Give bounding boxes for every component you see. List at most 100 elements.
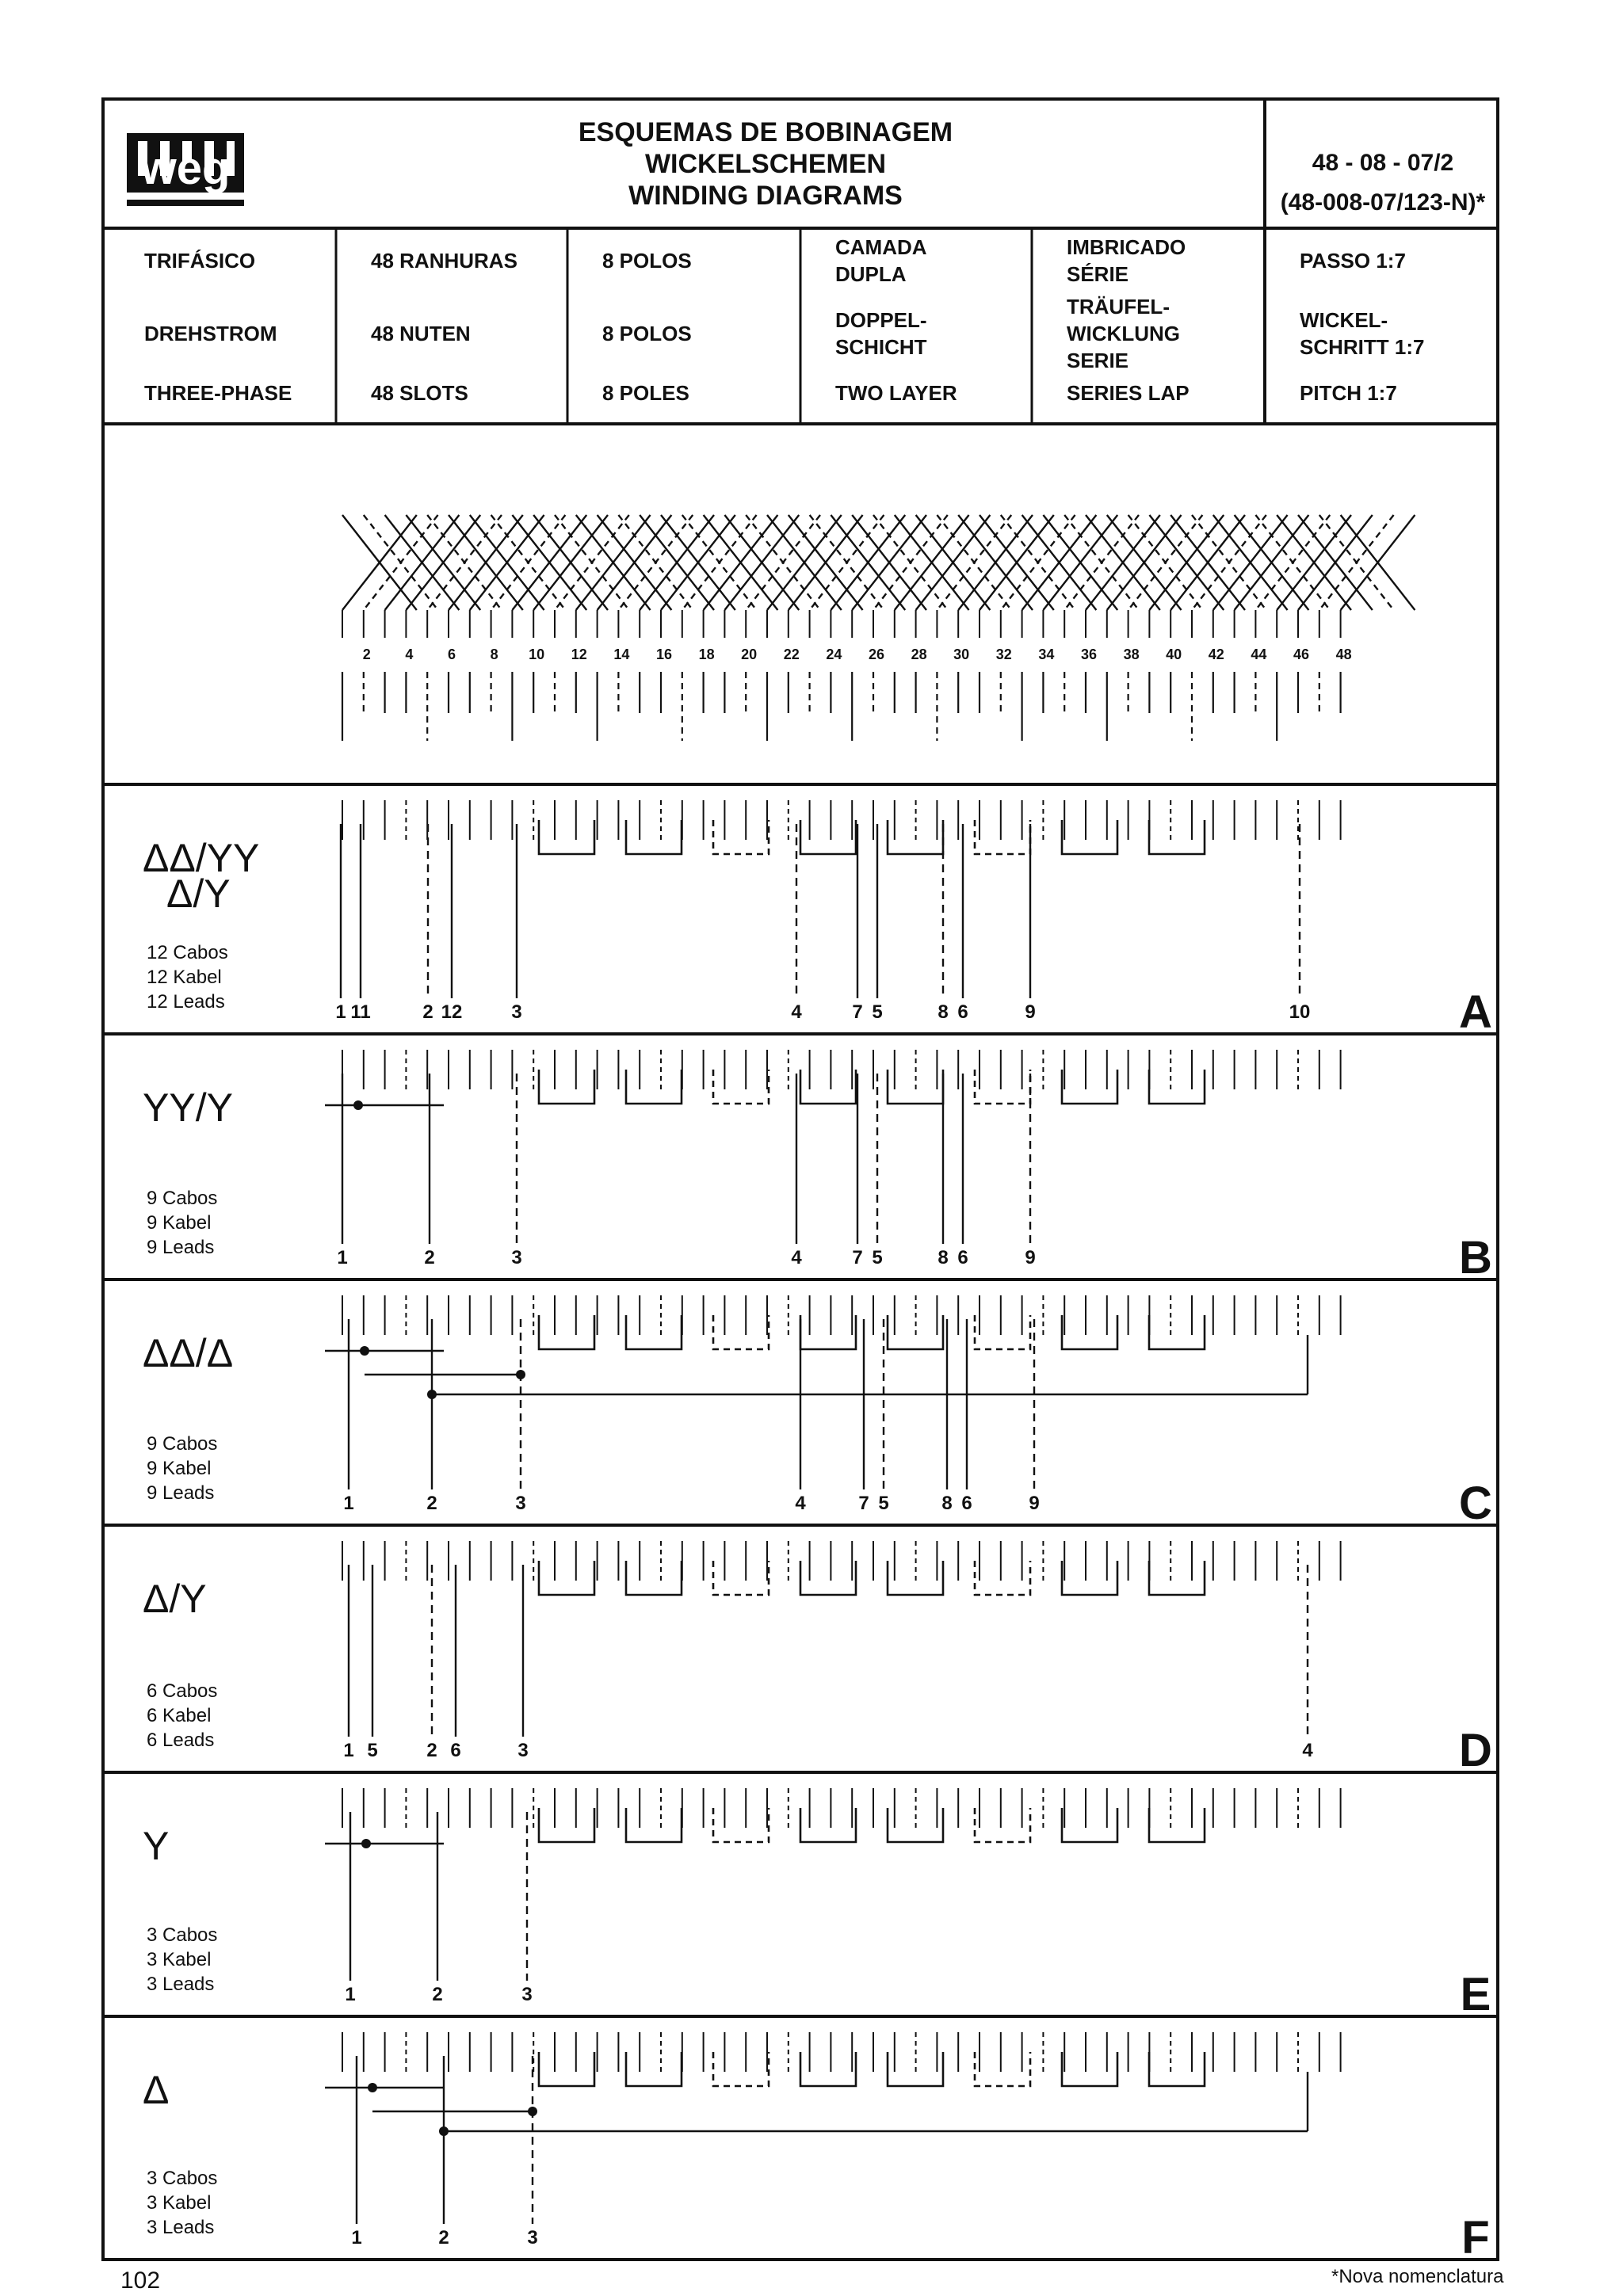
coil-side	[979, 514, 1055, 611]
coil-side	[745, 514, 821, 611]
terminal-number: 6	[450, 1740, 460, 1761]
coil-side	[1191, 514, 1267, 611]
coil-side	[1212, 514, 1289, 611]
slot-number: 8	[491, 646, 498, 662]
coil-side	[468, 514, 545, 611]
slot-number: 36	[1081, 646, 1097, 662]
terminal-number: 7	[858, 1493, 869, 1514]
terminal-number: 1	[343, 1493, 353, 1514]
slot-number: 42	[1209, 646, 1224, 662]
coil-side	[681, 514, 758, 611]
coil-group	[799, 2052, 857, 2088]
coil-side	[1085, 514, 1161, 611]
coil-group	[799, 820, 857, 856]
sheet-frame	[101, 97, 1499, 2261]
coil-group	[973, 1315, 1032, 1351]
panel-letter: C	[1459, 1478, 1492, 1529]
terminal-number: 3	[517, 1740, 528, 1761]
coil-side	[1318, 514, 1395, 611]
coil-group	[712, 1808, 770, 1844]
panel-letter: A	[1459, 986, 1492, 1038]
terminal-number: 7	[852, 1247, 862, 1268]
coil-side	[448, 514, 524, 611]
spec-cell: 8 POLOS	[602, 322, 692, 345]
coil-side	[1106, 514, 1182, 611]
slot-number: 10	[529, 646, 544, 662]
terminal-number: 8	[941, 1493, 952, 1514]
coil-side	[362, 514, 439, 611]
terminal-number: 1	[337, 1247, 347, 1268]
terminal-number: 3	[511, 1001, 521, 1023]
lead-count-label: 3 Leads	[147, 2217, 214, 2238]
coil-group	[624, 820, 683, 856]
terminal-number: 2	[426, 1740, 437, 1761]
slot-number: 22	[784, 646, 800, 662]
coil-side	[873, 514, 949, 611]
coil-side	[554, 514, 630, 611]
terminal-number: 2	[422, 1001, 433, 1023]
coil-side	[1276, 514, 1352, 611]
lead-count-label: 9 Leads	[147, 1237, 214, 1258]
spec-cell: TRIFÁSICO	[144, 249, 255, 273]
coil-group	[1148, 2052, 1206, 2088]
spec-cell: SERIE	[1067, 349, 1128, 372]
slot-number: 24	[826, 646, 842, 662]
coil-group	[799, 1808, 857, 1844]
coil-group	[799, 1070, 857, 1105]
slot-number: 6	[448, 646, 456, 662]
coil-side	[1170, 514, 1246, 611]
slot-number: 44	[1251, 646, 1266, 662]
spec-cell: WICKLUNG	[1067, 322, 1180, 345]
coil-group	[886, 2052, 945, 2088]
slot-number: 20	[741, 646, 757, 662]
connection-symbol: Δ	[143, 2068, 169, 2112]
spec-cell: DREHSTROM	[144, 322, 277, 345]
lead-count-label: 6 Kabel	[147, 1705, 211, 1726]
coil-group	[1060, 1315, 1119, 1351]
panel-letter: D	[1459, 1725, 1492, 1776]
lead-count-label: 3 Kabel	[147, 1949, 211, 1970]
coil-side	[575, 514, 651, 611]
connection-symbol: Y	[143, 1824, 169, 1868]
coil-group	[1060, 820, 1119, 856]
spec-cell: PITCH 1:7	[1300, 381, 1397, 405]
page-number: 102	[120, 2267, 161, 2294]
coil-group	[973, 1070, 1032, 1105]
spec-cell: 8 POLOS	[602, 249, 692, 273]
terminal-number: 4	[791, 1247, 802, 1268]
terminal-number: 5	[872, 1001, 882, 1023]
coil-group	[624, 1315, 683, 1351]
lead-count-label: 12 Cabos	[147, 942, 228, 963]
terminal-number: 4	[791, 1001, 802, 1023]
coil-side	[1064, 514, 1140, 611]
coil-group	[1148, 1315, 1206, 1351]
spec-cell: THREE-PHASE	[144, 381, 292, 405]
footnote: *Nova nomenclatura	[1331, 2266, 1504, 2287]
terminal-number: 8	[938, 1001, 948, 1023]
coil-group	[624, 1561, 683, 1596]
coil-side	[957, 514, 1033, 611]
coil-side	[1021, 514, 1098, 611]
outer-border	[101, 97, 1499, 2261]
title-line: WICKELSCHEMEN	[645, 149, 886, 179]
terminal-number: 1	[335, 1001, 346, 1023]
slot-number: 30	[953, 646, 969, 662]
coil-group	[712, 1315, 770, 1351]
coil-side	[893, 514, 970, 611]
coil-side	[724, 514, 800, 611]
coil-side	[766, 514, 842, 611]
logo-wordmark: weg	[140, 143, 231, 194]
coil-side	[851, 514, 927, 611]
coil-group	[1060, 1561, 1119, 1596]
coil-group	[886, 1561, 945, 1596]
coil-side	[915, 514, 991, 611]
coil-side	[1042, 514, 1119, 611]
coil-group	[624, 1070, 683, 1105]
coil-group	[1148, 1070, 1206, 1105]
coil-side	[1339, 514, 1416, 611]
lead-count-label: 9 Kabel	[147, 1458, 211, 1479]
coil-side	[1148, 514, 1225, 611]
spec-cell: SERIES LAP	[1067, 381, 1190, 405]
